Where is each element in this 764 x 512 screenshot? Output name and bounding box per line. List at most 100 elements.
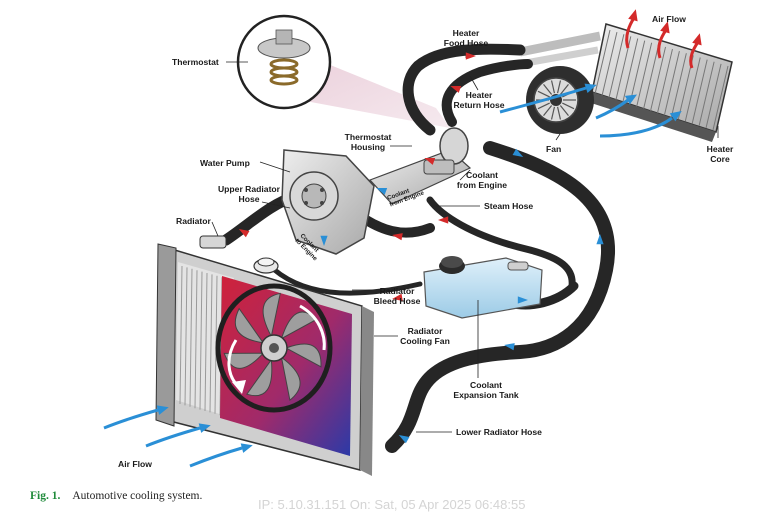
hot-flow-arrow bbox=[424, 157, 436, 165]
air-flow-out-head bbox=[692, 33, 702, 46]
heater-core-fin bbox=[622, 38, 639, 103]
air-flow-into-radiator-stroke bbox=[189, 446, 243, 468]
radiator-cooling-fan bbox=[215, 283, 333, 413]
thermostat-inset bbox=[236, 14, 332, 110]
label-thermostat-housing: Thermostat Housing bbox=[344, 132, 392, 152]
blower-blade bbox=[556, 80, 562, 94]
heater-core-fin bbox=[670, 53, 687, 118]
heater-core-fin bbox=[629, 40, 646, 105]
air-flow-into-radiator-head bbox=[156, 405, 169, 415]
heater-core-fin bbox=[608, 34, 625, 99]
label-lower-radiator-hose: Lower Radiator Hose bbox=[456, 427, 542, 437]
cold-flow-arrow bbox=[398, 435, 410, 444]
blower-blade bbox=[550, 106, 556, 120]
cold-flow-arrow bbox=[596, 234, 604, 245]
label-heater-core: Heater Core bbox=[706, 144, 734, 164]
air-flow-into-core-stroke bbox=[599, 116, 673, 138]
blower-blade bbox=[537, 102, 550, 110]
radiator-fin bbox=[209, 274, 213, 413]
heater-core-fin bbox=[594, 29, 611, 95]
air-flow-into-core-head bbox=[669, 110, 682, 122]
label-coolant-from-engine: Coolant from Engine bbox=[456, 170, 508, 190]
air-flow-into-core-stroke bbox=[595, 98, 629, 120]
heater-core-fin bbox=[684, 57, 701, 122]
hot-flow-arrow bbox=[465, 52, 476, 60]
heater-core-fin bbox=[712, 65, 729, 131]
label-upper-radiator-hose: Upper Radiator Hose bbox=[217, 184, 281, 204]
blower-blade bbox=[537, 90, 550, 98]
air-flow-out-head bbox=[628, 9, 638, 22]
air-flow-arrows bbox=[103, 9, 702, 468]
heater-core-fin bbox=[691, 59, 708, 124]
air-flow-into-core-head bbox=[584, 83, 597, 93]
fan-blade bbox=[234, 307, 265, 344]
blower-blade bbox=[543, 83, 553, 95]
flow-arrows bbox=[238, 52, 604, 444]
cold-flow-arrow bbox=[517, 296, 528, 304]
label-heater-return-hose: Heater Return Hose bbox=[453, 90, 505, 110]
label-radiator-bleed-hose: Radiator Bleed Hose bbox=[373, 286, 421, 306]
radiator-fin bbox=[194, 270, 198, 409]
heater-core-fin bbox=[636, 42, 653, 107]
label-water-pump: Water Pump bbox=[200, 158, 250, 168]
hot-flow-arrow bbox=[438, 216, 449, 224]
radiator-fin bbox=[199, 271, 203, 410]
heater-core-fin bbox=[663, 51, 680, 116]
fan-blade bbox=[223, 352, 265, 369]
blower-blade bbox=[559, 83, 569, 95]
label-heater-food-hose: Heater Food Hose bbox=[443, 28, 489, 48]
air-flow-into-radiator-stroke bbox=[145, 426, 201, 448]
cold-flow-arrow bbox=[376, 187, 388, 195]
fan-blade bbox=[246, 358, 273, 397]
heater-core-fin bbox=[656, 48, 673, 114]
blower-blade bbox=[556, 106, 562, 120]
air-flow-into-core-head bbox=[624, 94, 638, 105]
air-flow-into-core-stroke bbox=[499, 86, 587, 114]
label-radiator-cooling-fan: Radiator Cooling Fan bbox=[400, 326, 450, 346]
heater-core-fin bbox=[650, 46, 667, 112]
air-flow-out-head bbox=[660, 21, 670, 34]
radiator-fin bbox=[189, 268, 193, 407]
heater-core-fin bbox=[643, 44, 660, 109]
leader-lines bbox=[211, 48, 719, 433]
label-radiator: Radiator bbox=[176, 216, 211, 226]
cold-flow-arrow bbox=[512, 148, 524, 157]
air-flow-into-radiator-stroke bbox=[103, 408, 159, 430]
hot-flow-arrow bbox=[392, 293, 403, 301]
cold-flow-arrow bbox=[504, 343, 515, 351]
fan-blade bbox=[262, 292, 281, 338]
cold-flow-arrow bbox=[320, 235, 328, 246]
label-steam-hose: Steam Hose bbox=[484, 201, 534, 211]
label-coolant-expansion-tank: Coolant Expansion Tank bbox=[453, 380, 519, 400]
label-air-flow-top: Air Flow bbox=[652, 14, 686, 24]
ip-watermark: IP: 5.10.31.151 On: Sat, 05 Apr 2025 06:… bbox=[258, 497, 526, 512]
caption-text: Automotive cooling system. bbox=[72, 490, 203, 502]
heater-core-fin bbox=[705, 63, 722, 128]
heater-core-fin bbox=[601, 32, 618, 97]
blower-blade bbox=[550, 80, 556, 94]
air-flow-into-radiator-head bbox=[198, 423, 211, 433]
radiator-fin bbox=[179, 265, 183, 405]
label-thermostat: Thermostat bbox=[172, 57, 219, 67]
label-fan: Fan bbox=[546, 144, 562, 154]
blower-blade bbox=[543, 105, 553, 117]
thermostat-housing-part bbox=[368, 127, 472, 205]
hot-flow-arrow bbox=[450, 85, 462, 93]
hot-flow-arrow bbox=[238, 229, 250, 238]
heater-core-fin bbox=[698, 61, 715, 126]
radiator-fin bbox=[204, 272, 208, 412]
blower-blade bbox=[562, 102, 575, 110]
hot-flow-arrow bbox=[392, 233, 403, 241]
figure-caption: Fig. 1. Automotive cooling system. bbox=[30, 490, 202, 502]
label-air-flow-bottom: Air Flow bbox=[118, 459, 152, 469]
fan-blade bbox=[284, 343, 322, 368]
air-flow-into-radiator-head bbox=[240, 443, 253, 453]
blower-blade bbox=[559, 105, 569, 117]
coolant-expansion-tank-part bbox=[423, 256, 543, 319]
blower-fan bbox=[526, 66, 594, 134]
water-pump-part bbox=[281, 149, 375, 255]
radiator-fin bbox=[184, 267, 188, 406]
fan-blade bbox=[280, 356, 301, 402]
caption-fig-number: Fig. 1. bbox=[30, 490, 61, 502]
